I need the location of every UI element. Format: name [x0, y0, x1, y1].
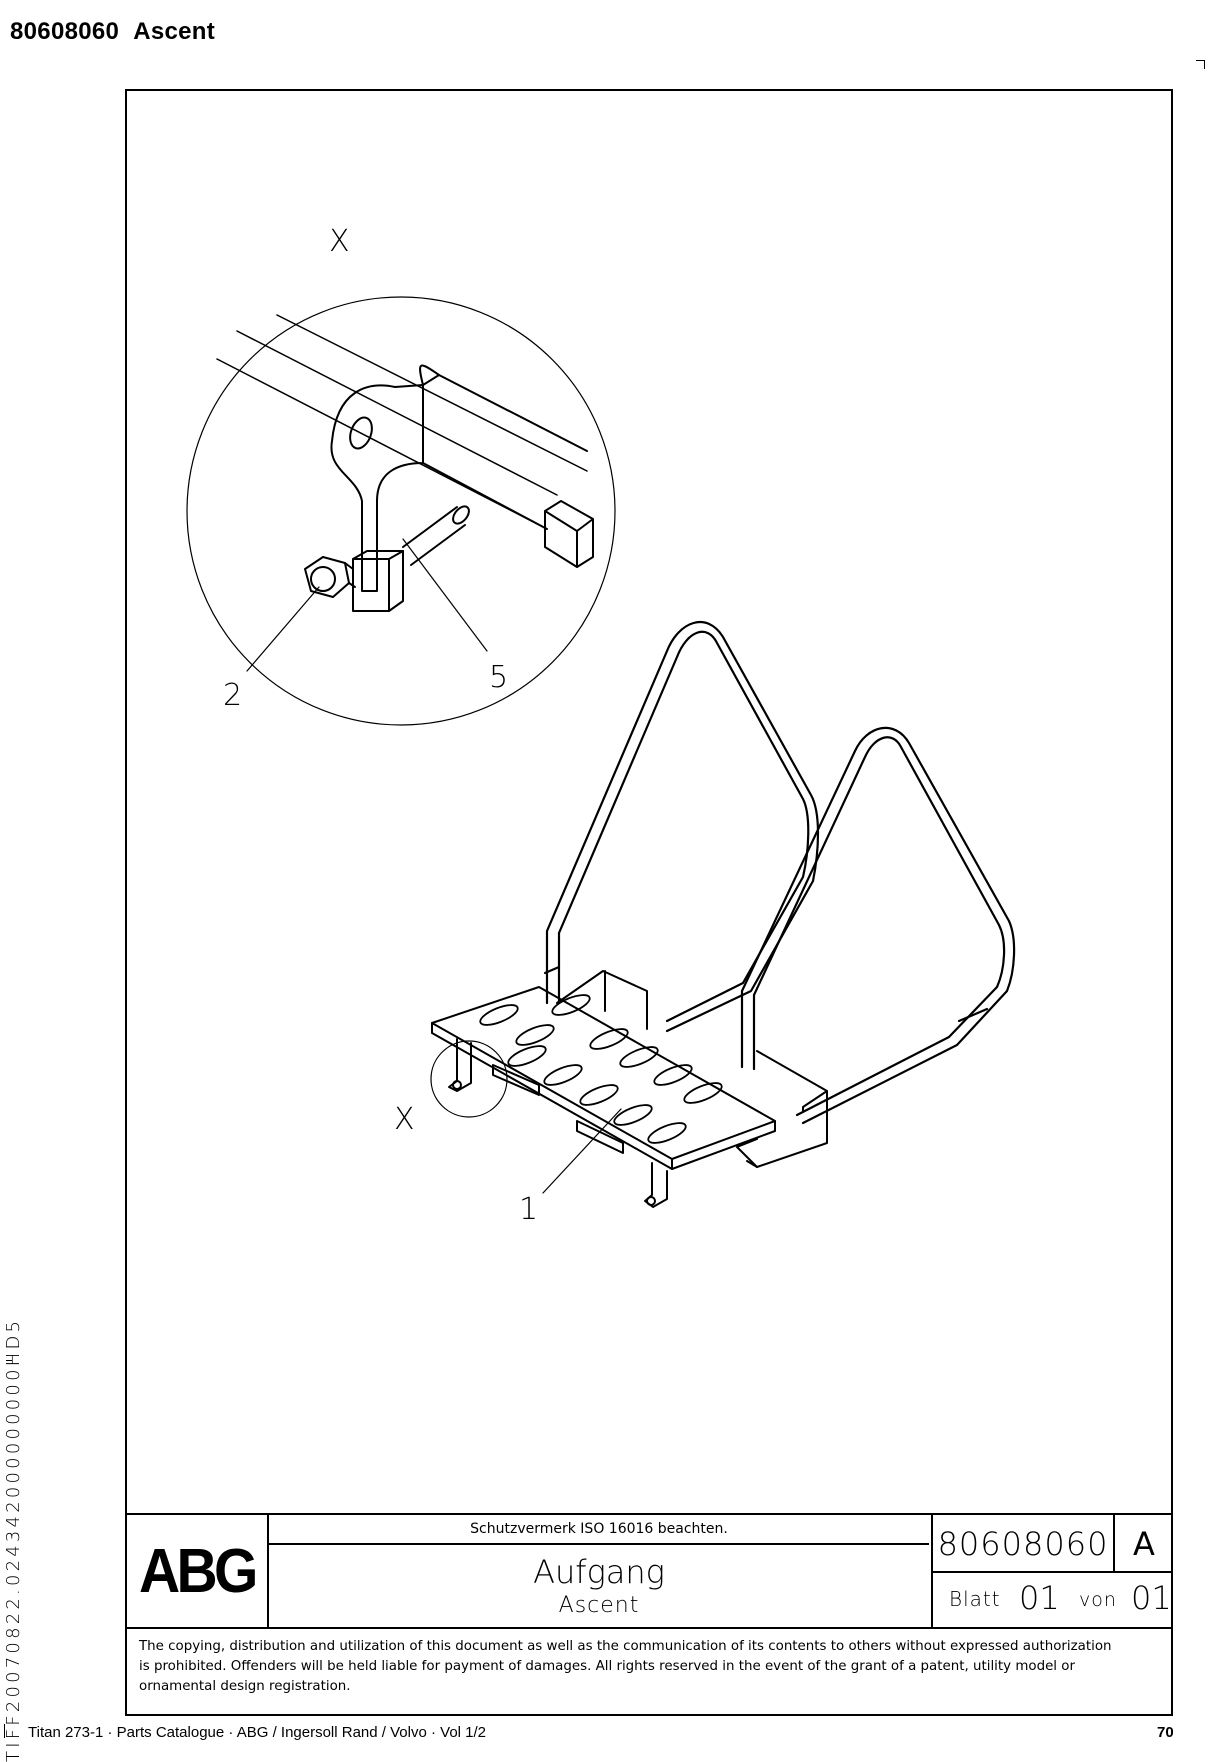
- part-number: 80608060: [10, 18, 120, 45]
- title-english: Ascent: [558, 1593, 640, 1618]
- number-cell: 80608060 A Blatt 01 von 01: [931, 1515, 1173, 1627]
- copyright-line: ornamental design registration.: [139, 1679, 351, 1694]
- leader-1: [542, 1108, 622, 1194]
- drawing-number: 80608060: [933, 1515, 1115, 1573]
- callout-1: 1: [519, 1192, 538, 1227]
- sheet-number: 01: [1019, 1579, 1060, 1617]
- callout-2: 2: [223, 678, 242, 713]
- technical-drawing: X X 1 2 5: [186, 224, 1016, 1227]
- step-plate: [431, 986, 776, 1208]
- page-number: 70: [1157, 1724, 1174, 1741]
- leader-5: [402, 538, 488, 652]
- detail-marker-circle: [430, 1040, 508, 1118]
- title-cell: Aufgang Ascent: [269, 1545, 929, 1627]
- logo-cell: ABG: [127, 1515, 269, 1627]
- detail-label-bottom: X: [394, 1102, 415, 1137]
- footer-tick: [4, 1724, 5, 1738]
- page-title: Ascent: [133, 18, 216, 45]
- title-german: Aufgang: [533, 1553, 665, 1591]
- detail-label-top: X: [329, 224, 350, 259]
- leader-2: [246, 586, 320, 672]
- support-frame: [556, 970, 828, 1168]
- detail-circle: [186, 296, 616, 726]
- title-block: ABG Schutzvermerk ISO 16016 beachten. Au…: [127, 1513, 1173, 1714]
- side-document-code: TIFF20070822.024342000000000HD5: [3, 1317, 24, 1762]
- handrail-right: [740, 726, 1016, 1125]
- sheet-label: Blatt: [949, 1587, 1001, 1611]
- side-tick-top: [6, 1360, 12, 1361]
- sheet-row: Blatt 01 von 01: [933, 1573, 1173, 1627]
- copyright-line: is prohibited. Offenders will be held li…: [139, 1659, 1075, 1674]
- footer-text: Titan 273-1 · Parts Catalogue · ABG / In…: [28, 1724, 487, 1741]
- sheet-total: 01: [1131, 1579, 1172, 1617]
- drawing-frame: X X 1 2 5 ABG Schutzvermerk ISO 16016 be…: [125, 89, 1173, 1716]
- of-label: von: [1079, 1589, 1117, 1611]
- crop-mark: [1196, 60, 1205, 69]
- copyright-notice: The copying, distribution and utilizatio…: [139, 1637, 1159, 1697]
- handrail-left: [543, 620, 820, 1033]
- revision: A: [1115, 1515, 1173, 1573]
- page-header: 80608060 Ascent: [10, 18, 215, 46]
- title-block-main-row: ABG Schutzvermerk ISO 16016 beachten. Au…: [127, 1513, 1173, 1629]
- detail-bracket: [304, 384, 470, 612]
- detail-beam: [216, 314, 594, 568]
- callout-5: 5: [489, 660, 508, 695]
- abg-logo: ABG: [139, 1536, 258, 1606]
- copyright-line: The copying, distribution and utilizatio…: [139, 1639, 1112, 1654]
- protection-notice: Schutzvermerk ISO 16016 beachten.: [269, 1515, 929, 1545]
